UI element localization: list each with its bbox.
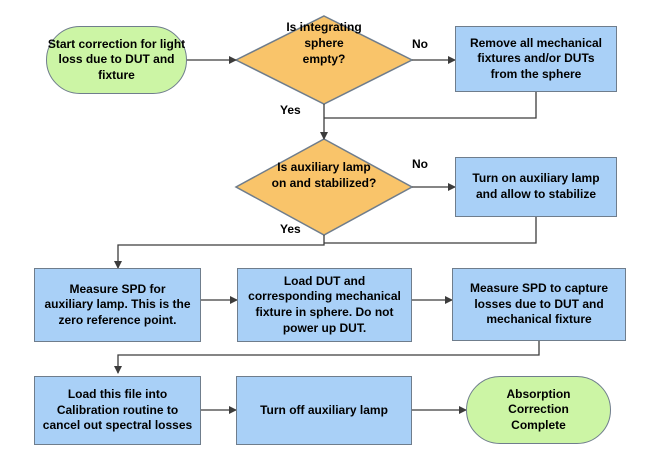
arrow-remove-return bbox=[324, 92, 537, 119]
measure-aux-box: Measure SPD for auxiliary lamp. This is … bbox=[34, 268, 201, 342]
remove-fixtures-text: Remove all mechanical fixtures and/or DU… bbox=[469, 35, 603, 81]
turn-off-lamp-text: Turn off auxiliary lamp bbox=[260, 402, 388, 417]
decision-lamp-on-text: Is auxiliary lamp on and stabilized? bbox=[271, 160, 377, 190]
turn-on-lamp-box: Turn on auxiliary lamp and allow to stab… bbox=[455, 157, 617, 217]
end-terminal-text: Absorption Correction Complete bbox=[506, 386, 571, 432]
measure-losses-text: Measure SPD to capture losses due to DUT… bbox=[469, 281, 609, 327]
load-file-text: Load this file into Calibration routine … bbox=[42, 387, 193, 433]
arrow-yes2-to-measure-aux bbox=[114, 235, 325, 269]
start-terminal-text: Start correction for light loss due to D… bbox=[47, 36, 186, 82]
remove-fixtures-box: Remove all mechanical fixtures and/or DU… bbox=[455, 26, 617, 92]
turn-on-lamp-text: Turn on auxiliary lamp and allow to stab… bbox=[472, 171, 600, 201]
arrow-turn-on-return bbox=[324, 217, 537, 244]
end-terminal: Absorption Correction Complete bbox=[466, 376, 611, 444]
load-dut-text: Load DUT and corresponding mechanical fi… bbox=[248, 273, 401, 335]
measure-aux-text: Measure SPD for auxiliary lamp. This is … bbox=[44, 281, 191, 327]
decision-sphere-empty-text: Is integrating sphere empty? bbox=[286, 20, 362, 66]
start-terminal: Start correction for light loss due to D… bbox=[46, 26, 187, 94]
label-yes-1: Yes bbox=[280, 103, 301, 117]
label-yes-2: Yes bbox=[280, 222, 301, 236]
load-dut-box: Load DUT and corresponding mechanical fi… bbox=[237, 268, 412, 342]
label-no-2: No bbox=[412, 157, 428, 171]
label-no-1: No bbox=[412, 37, 428, 51]
turn-off-lamp-box: Turn off auxiliary lamp bbox=[236, 376, 412, 445]
arrow-measure-losses-to-load-file bbox=[114, 341, 540, 374]
load-file-box: Load this file into Calibration routine … bbox=[34, 376, 201, 445]
measure-losses-box: Measure SPD to capture losses due to DUT… bbox=[452, 268, 626, 341]
